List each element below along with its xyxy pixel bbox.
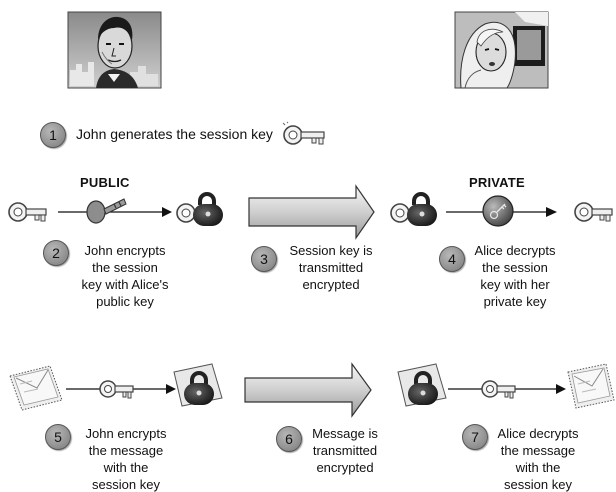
session-key-icon (8, 202, 47, 222)
step-6-number: 6 (276, 426, 302, 452)
private-key-icon (482, 195, 514, 227)
caption-line: session key (92, 477, 160, 492)
caption-line: the session (482, 260, 548, 275)
public-label: PUBLIC (80, 175, 130, 190)
row2-graphics (9, 362, 615, 418)
transmit-arrow (244, 362, 372, 418)
caption-line: John encrypts (85, 426, 167, 441)
step-5-number: 5 (45, 424, 71, 450)
caption-line: key with her (480, 277, 550, 292)
step-1-text: John generates the session key (76, 126, 273, 142)
encrypted-key-icon (390, 192, 437, 226)
caption-line: the message (500, 443, 576, 458)
step-7-number: 7 (462, 424, 488, 450)
caption-line: Message is (312, 426, 378, 441)
session-key-icon (282, 121, 325, 145)
caption-line: private key (483, 294, 547, 309)
row1-graphics (8, 184, 613, 240)
step-3-caption: Session key is transmitted encrypted (276, 242, 386, 293)
step-6-caption: Message is transmitted encrypted (303, 425, 387, 476)
step-2-number: 2 (43, 240, 69, 266)
john-portrait-icon (67, 11, 162, 89)
transmit-arrow (248, 184, 375, 240)
caption-line: the session (92, 260, 158, 275)
private-label: PRIVATE (469, 175, 525, 190)
encrypted-message-icon (397, 363, 447, 407)
caption-line: Session key is (289, 243, 373, 258)
public-key-icon (86, 198, 127, 224)
encrypted-message-icon (173, 363, 223, 407)
caption-line: transmitted (298, 260, 364, 275)
step-4-caption: Alice decrypts the session key with her … (460, 242, 570, 310)
step-2-caption: John encrypts the session key with Alice… (70, 242, 180, 310)
caption-line: public key (96, 294, 154, 309)
message-icon (9, 365, 63, 411)
caption-line: session key (504, 477, 572, 492)
caption-line: key with Alice's (81, 277, 169, 292)
caption-line: Alice decrypts (497, 426, 579, 441)
step-7-caption: Alice decrypts the message with the sess… (486, 425, 590, 492)
caption-line: John encrypts (84, 243, 166, 258)
caption-line: Alice decrypts (474, 243, 556, 258)
caption-line: encrypted (316, 460, 374, 475)
step-1-number: 1 (40, 122, 66, 148)
caption-line: the message (88, 443, 164, 458)
caption-line: transmitted (312, 443, 378, 458)
step-5-caption: John encrypts the message with the sessi… (70, 425, 182, 492)
session-key-icon (99, 380, 134, 399)
caption-line: encrypted (302, 277, 360, 292)
step-3-number: 3 (251, 246, 277, 272)
message-icon (567, 363, 615, 409)
session-key-icon (574, 202, 613, 222)
caption-line: with the (515, 460, 561, 475)
step-4-number: 4 (439, 246, 465, 272)
alice-portrait-icon (454, 11, 549, 89)
session-key-icon (481, 380, 516, 399)
encrypted-key-icon (176, 192, 223, 226)
caption-line: with the (103, 460, 149, 475)
